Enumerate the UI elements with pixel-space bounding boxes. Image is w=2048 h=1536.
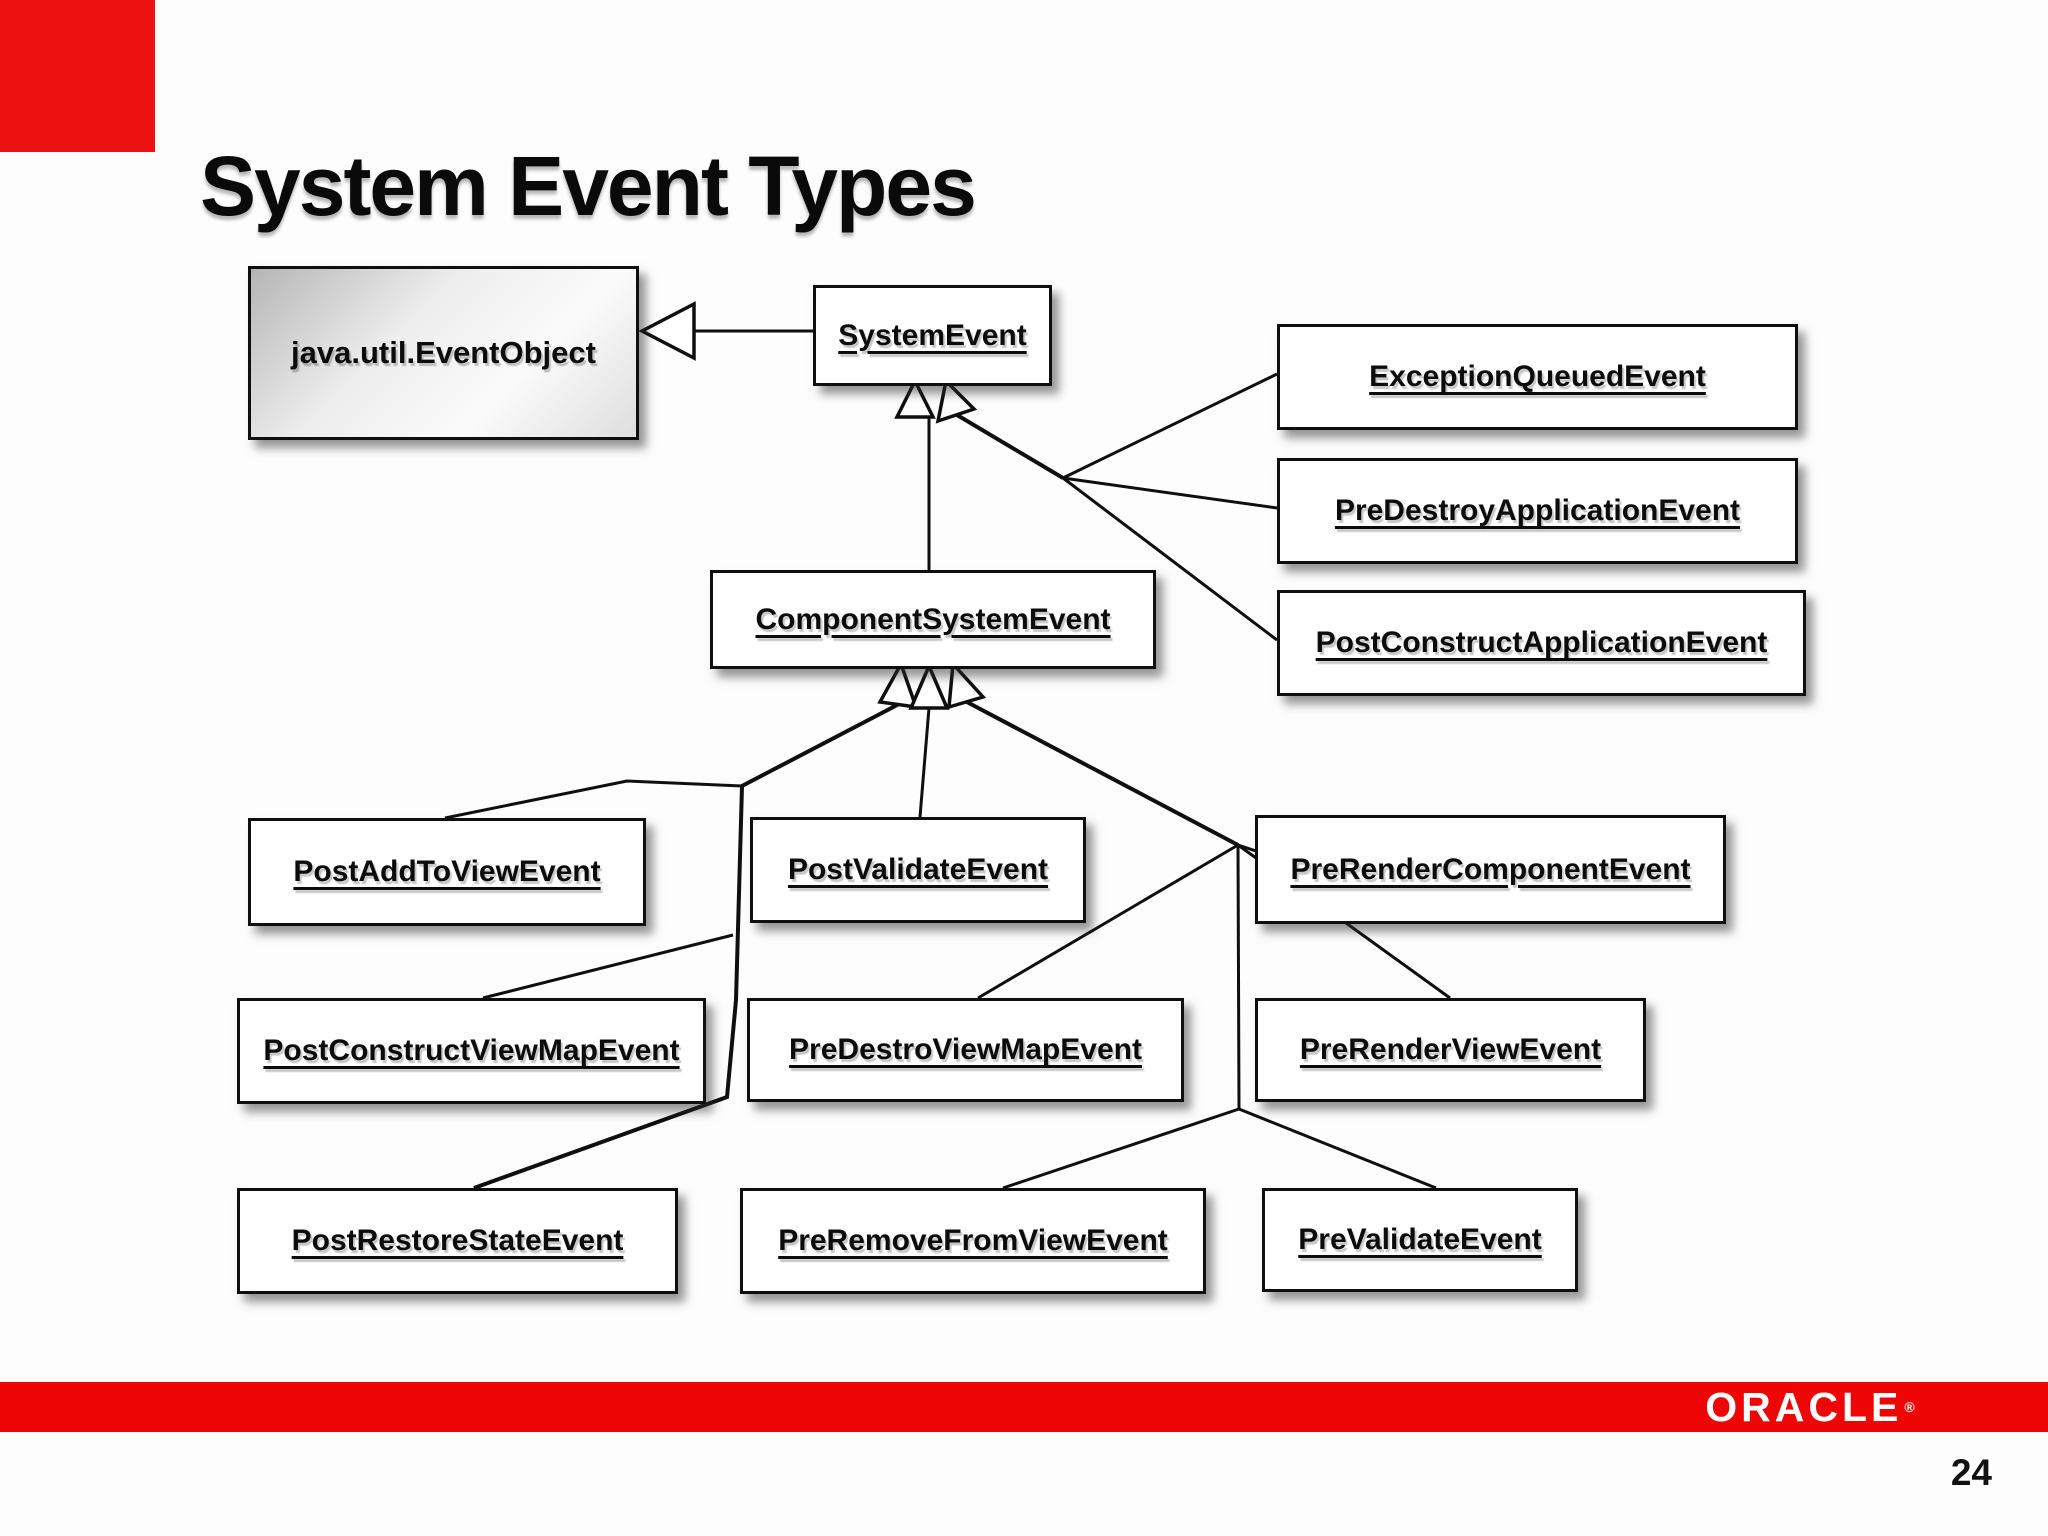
class-label-postaddtoviewevent: PostAddToViewEvent <box>293 855 601 888</box>
class-box-componentsystemevent: ComponentSystemEvent <box>710 570 1156 669</box>
class-box-predestroviewmapevent: PreDestroViewMapEvent <box>747 998 1184 1102</box>
connector-bus-right <box>964 699 1239 847</box>
connector-to-prevalidateevent <box>1238 1107 1437 1190</box>
class-label-prerenderviewevent: PreRenderViewEvent <box>1299 1033 1602 1066</box>
class-box-postvalidateevent: PostValidateEvent <box>750 817 1086 923</box>
connector-to-postaddtoviewevent <box>444 779 743 820</box>
footer-red-bar <box>0 1382 2048 1432</box>
connector-to-postconstructviewmapevent <box>482 933 734 1000</box>
class-box-prevalidateevent: PreValidateEvent <box>1262 1188 1578 1292</box>
slide-title: System Event Types <box>200 139 977 233</box>
connector-to-postconstructapplicationevent <box>1062 476 1278 642</box>
class-label-prerendercomponentevent: PreRenderComponentEvent <box>1290 852 1691 886</box>
class-box-postrestorestateevent: PostRestoreStateEvent <box>237 1188 678 1294</box>
inheritance-arrow-systemevent-icon <box>894 377 936 419</box>
class-box-java-util-eventobject: java.util.EventObject <box>248 266 639 440</box>
class-box-systemevent: SystemEvent <box>813 285 1052 386</box>
class-box-prerenderviewevent: PreRenderViewEvent <box>1255 998 1646 1102</box>
class-box-postaddtoviewevent: PostAddToViewEvent <box>248 818 646 926</box>
inheritance-arrow-systemevent-tilted-icon <box>935 377 978 424</box>
class-label-componentsystemevent: ComponentSystemEvent <box>755 602 1111 636</box>
class-box-prerendercomponentevent: PreRenderComponentEvent <box>1255 815 1726 924</box>
oracle-logo-text: ORACLE <box>1705 1383 1903 1430</box>
class-label-java-util-eventobject: java.util.EventObject <box>291 335 596 370</box>
class-box-postconstructapplicationevent: PostConstructApplicationEvent <box>1277 590 1806 696</box>
class-label-predestroviewmapevent: PreDestroViewMapEvent <box>789 1033 1142 1066</box>
class-label-postvalidateevent: PostValidateEvent <box>787 853 1049 886</box>
class-label-systemevent: SystemEvent <box>838 318 1027 352</box>
class-label-predestroyapplicationevent: PreDestroyApplicationEvent <box>1334 494 1741 527</box>
connector-to-predestroviewmapevent <box>977 843 1239 1000</box>
connector-to-exceptionqueuedevent <box>1062 372 1278 480</box>
oracle-registered-mark: ® <box>1904 1399 1915 1415</box>
inheritance-arrow-componentsystemevent-right-icon <box>947 659 987 710</box>
red-corner-square <box>0 0 155 152</box>
connector-bus-right-vertical <box>1236 844 1241 1110</box>
connector-bus-left <box>473 702 900 1190</box>
class-box-preremovefromviewevent: PreRemoveFromViewEvent <box>740 1188 1206 1294</box>
class-box-postconstructviewmapevent: PostConstructViewMapEvent <box>237 998 706 1104</box>
class-label-exceptionqueuedevent: ExceptionQueuedEvent <box>1369 360 1706 393</box>
class-box-exceptionqueuedevent: ExceptionQueuedEvent <box>1277 324 1798 430</box>
class-label-postrestorestateevent: PostRestoreStateEvent <box>291 1224 624 1257</box>
connector-to-predestroyapplicationevent <box>1062 476 1278 510</box>
class-label-postconstructapplicationevent: PostConstructApplicationEvent <box>1315 626 1768 659</box>
class-label-prevalidateevent: PreValidateEvent <box>1298 1223 1542 1256</box>
connector-to-postvalidateevent <box>918 707 931 818</box>
oracle-logo: ORACLE® <box>1690 1383 1930 1430</box>
connector-to-preremovefromviewevent <box>1002 1107 1240 1190</box>
inheritance-arrow-componentsystemevent-mid-icon <box>908 661 950 710</box>
page-number: 24 <box>1950 1452 1992 1493</box>
class-label-preremovefromviewevent: PreRemoveFromViewEvent <box>778 1224 1168 1257</box>
inheritance-arrow-eventobject-icon <box>638 301 696 361</box>
class-box-predestroyapplicationevent: PreDestroyApplicationEvent <box>1277 458 1798 564</box>
connector-bus-right-of-systemevent <box>950 410 1065 480</box>
inheritance-arrow-componentsystemevent-left-icon <box>877 659 919 710</box>
class-label-postconstructviewmapevent: PostConstructViewMapEvent <box>263 1034 680 1067</box>
